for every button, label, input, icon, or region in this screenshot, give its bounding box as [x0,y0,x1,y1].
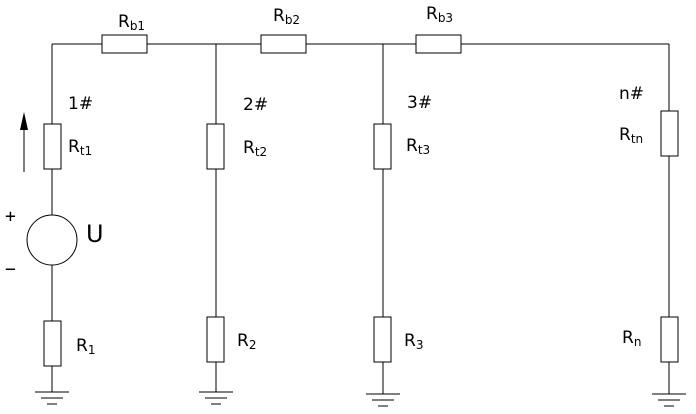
label-branch-3: 3# [407,93,432,113]
label-rb1: Rb1 [118,12,145,33]
resistor-rb2 [260,34,307,54]
resistor-rt2 [206,123,225,170]
label-source-u: U [86,220,104,248]
resistor-rb1 [101,34,148,54]
resistor-r3 [373,316,392,363]
resistor-rn [660,316,679,363]
label-rt2: Rt2 [243,138,267,159]
ground-3-icon [366,393,400,407]
resistor-r2 [206,316,225,363]
ground-1-icon [35,391,69,405]
ground-n-icon [652,393,686,407]
resistor-rt1 [43,123,62,170]
label-rt1: Rt1 [68,137,92,158]
resistor-rt3 [373,123,392,170]
label-branch-n: n# [619,84,644,104]
label-rtn: Rtn [619,125,643,146]
resistor-rtn [660,110,679,157]
label-rt3: Rt3 [406,136,430,157]
label-r2: R2 [237,331,256,352]
label-r3: R3 [404,331,423,352]
resistor-r1 [43,320,62,367]
label-r1: R1 [76,336,95,357]
ground-2-icon [199,391,233,405]
label-rb3: Rb3 [426,4,453,25]
label-source-plus: + [5,206,16,227]
resistor-rb3 [415,34,462,54]
voltage-source [26,214,78,266]
label-branch-2: 2# [243,95,268,115]
label-source-minus: − [5,259,16,280]
current-arrow-icon [20,112,28,172]
label-branch-1: 1# [68,94,93,114]
label-rb2: Rb2 [273,6,300,27]
label-rn: Rn [622,328,641,349]
